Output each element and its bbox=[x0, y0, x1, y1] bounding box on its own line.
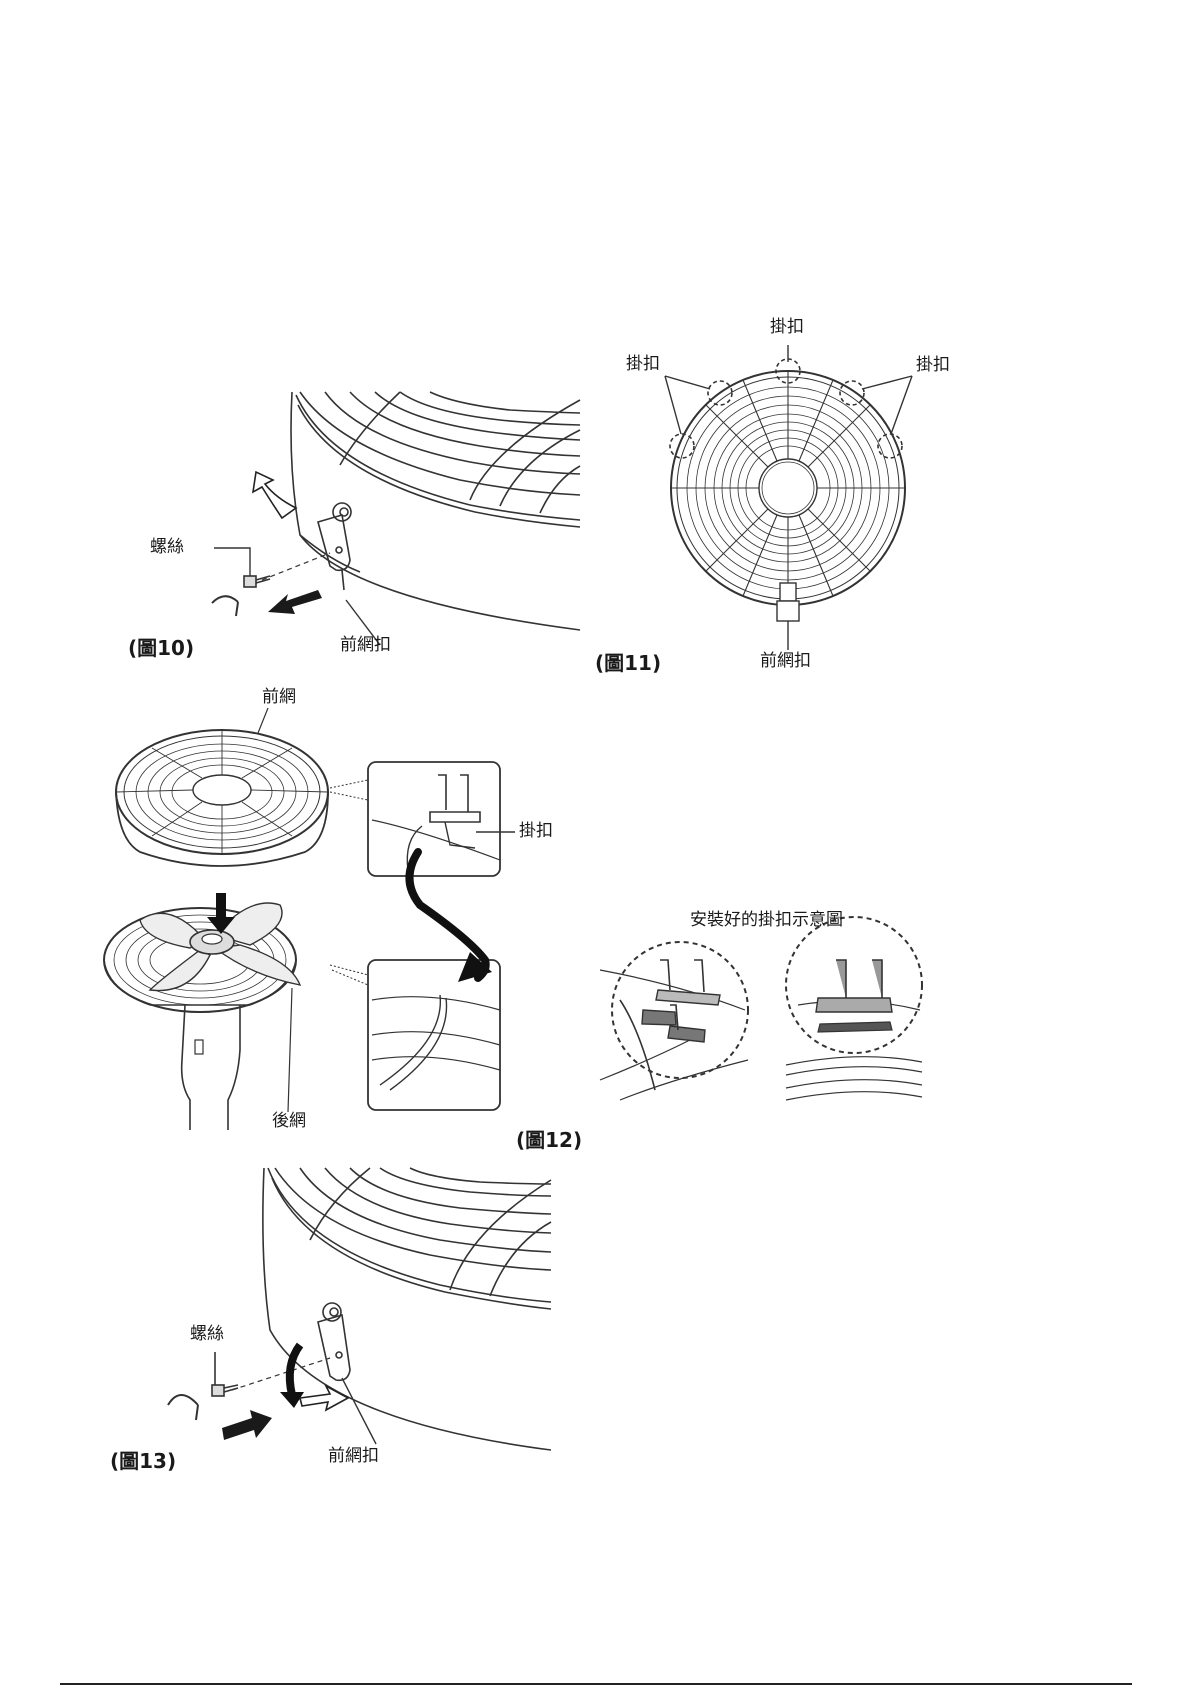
fig13-caption: (圖13) bbox=[110, 1451, 176, 1471]
fig13-screw-label: 螺絲 bbox=[190, 1326, 224, 1343]
fig13-front-clip-label: 前網扣 bbox=[328, 1448, 379, 1465]
